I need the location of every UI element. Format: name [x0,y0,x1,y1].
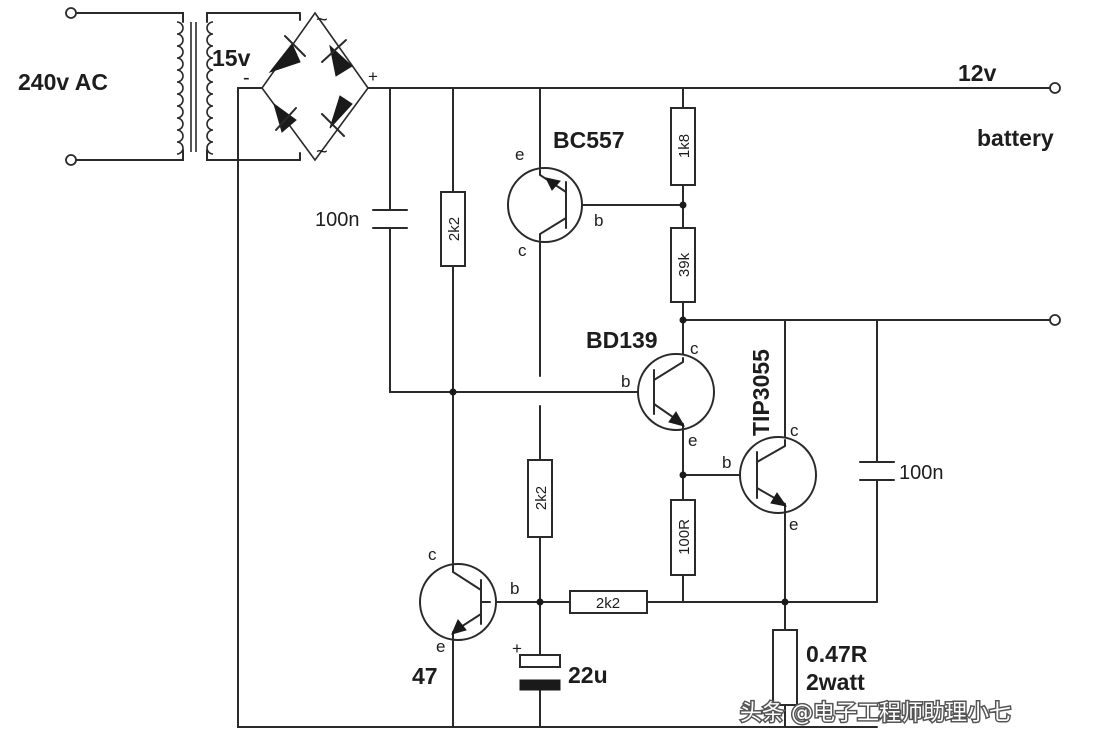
q47-pin-e: e [436,637,445,656]
tip3055-pin-b: b [722,453,731,472]
resistor-39k [670,227,696,303]
resistor-2k2-mid [527,459,553,538]
bc557-pin-c: c [518,241,527,260]
transistor-bc557 [507,167,583,243]
diode-bottom-left [273,102,297,133]
tip3055-label: TIP3055 [748,349,774,436]
ac-input-terminal-bottom [65,154,77,166]
battery-negative-terminal [1049,314,1061,326]
q47-pin-b: b [510,579,519,598]
tip3055-pin-e: e [789,515,798,534]
capacitor-100n-left [372,209,408,229]
r-100r-label: 100R [676,519,693,555]
wires [72,12,1054,728]
bridge-minus-label: - [243,67,250,89]
r-2k2-left-label: 2k2 [446,217,463,241]
bridge-rectifier [261,11,369,162]
ac-input-label: 240v AC [18,69,108,95]
q47-pin-c: c [428,545,437,564]
diode-top-right [321,39,353,77]
transformer-symbol [176,21,214,155]
watermark-text: 头条 @电子工程师助理小七 [740,701,1011,726]
capacitor-22u [519,654,561,691]
r-1k8-label: 1k8 [676,134,693,158]
r-sense-rating-label: 2watt [806,669,865,695]
bc557-label: BC557 [553,127,625,153]
junctions [449,201,789,606]
labels: 240v AC 15v - + ~ ~ 12v battery 100n 100… [18,9,1054,695]
secondary-voltage-label: 15v [212,45,251,71]
bd139-label: BD139 [586,327,658,353]
ac-tilde-bottom: ~ [316,141,328,163]
battery-label: battery [977,125,1054,151]
resistor-1k8 [670,107,696,186]
capacitor-100n-right [859,461,895,481]
r-2k2-mid-label: 2k2 [533,486,550,510]
bd139-pin-c: c [690,339,699,358]
transistor-tip3055 [739,436,817,514]
q-bottom-label: 47 [412,663,438,689]
bridge-plus-label: + [368,67,378,86]
resistor-100r [670,499,696,576]
transistor-47 [419,563,497,641]
cap-right-label: 100n [899,462,944,484]
diode-top-left [268,35,306,74]
r-39k-label: 39k [676,252,693,277]
terminals [65,7,1061,326]
resistor-0-47r [772,629,798,706]
r-sense-value-label: 0.47R [806,641,868,667]
battery-positive-terminal [1049,82,1061,94]
output-voltage-label: 12v [958,60,997,86]
bd139-pin-e: e [688,431,697,450]
resistor-2k2-horizontal [569,590,648,614]
r-2k2-horizontal-label: 2k2 [596,595,620,612]
tip3055-pin-c: c [790,421,799,440]
cap-22u-plus: + [512,639,522,658]
ac-tilde-top: ~ [316,9,328,31]
bc557-pin-e: e [515,145,524,164]
bc557-pin-b: b [594,211,603,230]
cap-22u-label: 22u [568,662,608,688]
transistor-bd139 [637,353,715,431]
resistor-2k2-left [440,191,466,267]
bd139-pin-b: b [621,372,630,391]
diode-bottom-right [321,95,353,137]
ac-input-terminal-top [65,7,77,19]
cap-left-label: 100n [315,209,360,231]
resistors [440,107,798,706]
